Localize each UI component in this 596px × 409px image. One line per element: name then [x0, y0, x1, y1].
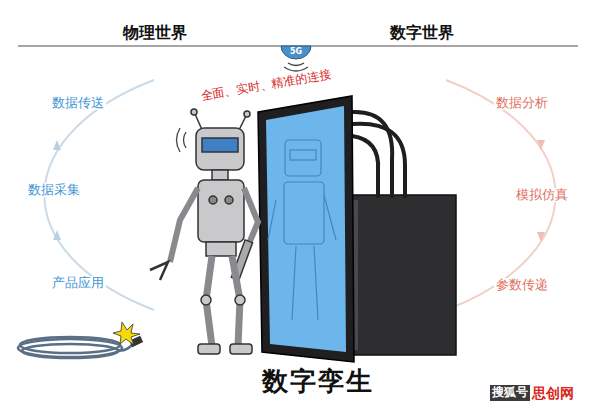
- cycle-step: 数据传送: [50, 96, 106, 111]
- spark: [113, 322, 140, 345]
- left-arrowhead: [53, 230, 61, 240]
- robot-signal-waves: [177, 128, 187, 152]
- reflected-robot: [268, 140, 336, 320]
- connection-note: 全面、实时、精准的连接: [200, 68, 332, 105]
- cycle-step: 产品应用: [50, 276, 106, 291]
- screen-frame: [258, 96, 354, 362]
- 5g-badge: 5G: [290, 47, 302, 56]
- caption-title: 数字孪生: [262, 367, 374, 397]
- right-arrowhead: [537, 232, 545, 242]
- cycle-step: 模拟仿真: [514, 188, 570, 203]
- cable-coil: [18, 337, 132, 358]
- cycle-step: 数据采集: [26, 183, 82, 198]
- robot-figure: [150, 109, 258, 354]
- cycle-step: 参数传递: [494, 278, 550, 293]
- 5g-dome: [281, 46, 311, 59]
- world-heading: 物理世界: [123, 24, 187, 42]
- left-arrowhead: [53, 140, 61, 150]
- watermark: 搜狐号: [490, 385, 530, 401]
- screen-glass: [266, 106, 346, 352]
- computer-tower: [348, 195, 456, 355]
- cycle-step: 数据分析: [494, 96, 550, 111]
- screen-cables: [352, 112, 405, 198]
- signal-wave: [288, 63, 304, 66]
- watermark: 思创网: [530, 385, 576, 401]
- signal-wave: [284, 67, 308, 71]
- world-heading: 数字世界: [390, 24, 454, 42]
- right-arrowhead: [537, 140, 545, 150]
